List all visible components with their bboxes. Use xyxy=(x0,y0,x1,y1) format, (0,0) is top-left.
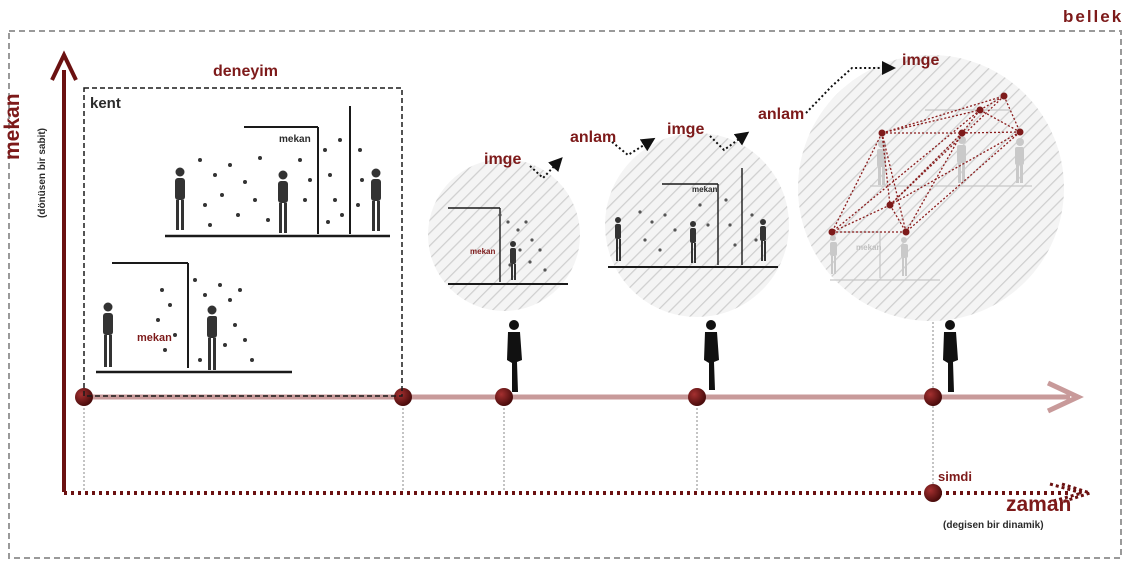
timeline-node xyxy=(688,388,706,406)
memory-label: bellek xyxy=(1063,8,1123,25)
crowd-dots-lower xyxy=(156,278,254,362)
image-circle-2 xyxy=(605,133,789,317)
space-axis-sublabel: (dönüsen bir sabit) xyxy=(38,128,48,218)
image-label-3: imge xyxy=(902,53,939,69)
observer-figures xyxy=(507,320,958,392)
space-label-circle-2: mekan xyxy=(692,186,717,194)
meaning-label-1: anlam xyxy=(570,130,616,146)
space-axis-label: mekan xyxy=(2,93,23,160)
time-axis-sublabel: (degisen bir dinamik) xyxy=(943,521,1044,531)
image-label-2: imge xyxy=(667,122,704,138)
space-label-lower: mekan xyxy=(137,333,172,344)
image-circle-1 xyxy=(428,159,580,311)
sketch-scene-upper xyxy=(165,106,390,236)
timeline-node xyxy=(394,388,412,406)
city-label: kent xyxy=(90,96,121,111)
image-label-1: imge xyxy=(484,152,521,168)
space-label-upper: mekan xyxy=(279,135,311,145)
space-label-circle-1: mekan xyxy=(470,248,495,256)
experience-box xyxy=(84,88,402,396)
timeline-node xyxy=(75,388,93,406)
timeline-node xyxy=(924,388,942,406)
space-label-circle-3: mekan xyxy=(856,244,881,252)
time-axis-label: zaman xyxy=(1006,494,1071,515)
now-node xyxy=(924,484,942,502)
meaning-label-2: anlam xyxy=(758,107,804,123)
experience-label: deneyim xyxy=(213,64,278,80)
now-label: simdi xyxy=(938,470,972,483)
timeline-node xyxy=(495,388,513,406)
image-circle-3 xyxy=(798,55,1064,321)
